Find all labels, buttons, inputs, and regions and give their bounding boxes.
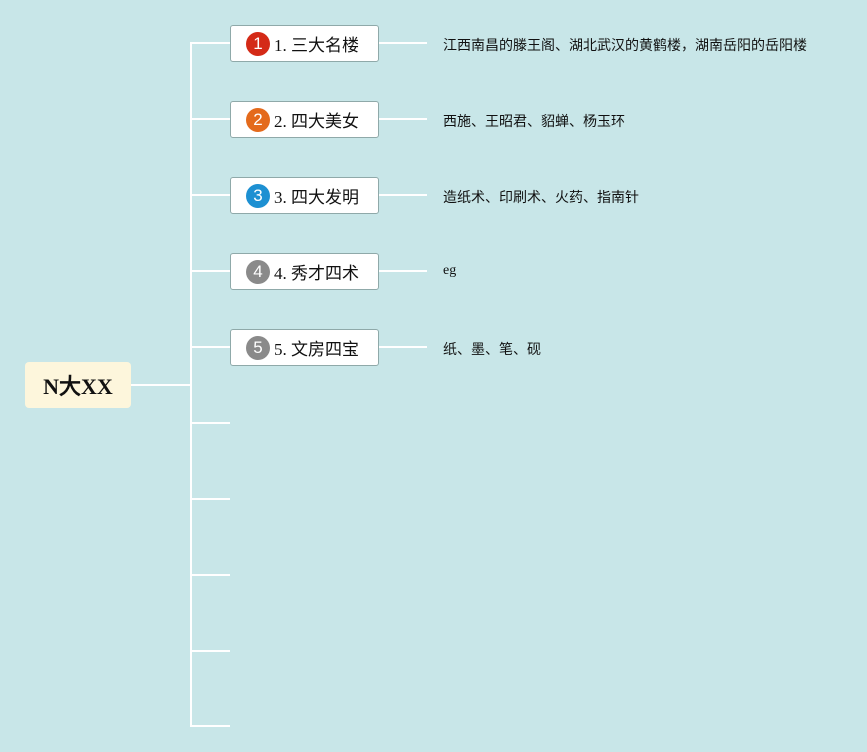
branch-line-1 — [190, 42, 230, 44]
root-connector — [131, 384, 192, 386]
topic-label: 5. 文房四宝 — [274, 340, 359, 359]
topic-label: 1. 三大名楼 — [274, 36, 359, 55]
topic-label: 2. 四大美女 — [274, 112, 359, 131]
root-topic-label: N大XX — [43, 374, 113, 399]
empty-branch-line — [190, 650, 230, 652]
topic-description-3[interactable]: 造纸术、印刷术、火药、指南针 — [443, 190, 639, 206]
trunk-line — [190, 42, 192, 727]
topic-node-4[interactable]: 4 4. 秀才四术 — [230, 253, 379, 290]
priority-2-icon: 2 — [246, 107, 270, 132]
topic-label: 3. 四大发明 — [274, 188, 359, 207]
topic-node-3[interactable]: 3 3. 四大发明 — [230, 177, 379, 214]
topic-node-2[interactable]: 2 2. 四大美女 — [230, 101, 379, 138]
priority-3-icon: 3 — [246, 183, 270, 208]
branch-line-5 — [190, 346, 230, 348]
priority-4-icon: 4 — [246, 259, 270, 284]
desc-connector-2 — [379, 118, 427, 120]
priority-5-icon: 5 — [246, 335, 270, 360]
topic-label: 4. 秀才四术 — [274, 264, 359, 283]
topic-description-2[interactable]: 西施、王昭君、貂蝉、杨玉环 — [443, 114, 625, 130]
desc-connector-1 — [379, 42, 427, 44]
topic-node-5[interactable]: 5 5. 文房四宝 — [230, 329, 379, 366]
empty-branch-line — [190, 725, 230, 727]
branch-line-3 — [190, 194, 230, 196]
desc-connector-5 — [379, 346, 427, 348]
root-topic[interactable]: N大XX — [25, 362, 131, 408]
empty-branch-line — [190, 422, 230, 424]
priority-1-icon: 1 — [246, 31, 270, 56]
topic-description-4[interactable]: eg — [443, 263, 457, 278]
topic-description-5[interactable]: 纸、墨、笔、砚 — [443, 342, 541, 358]
branch-line-4 — [190, 270, 230, 272]
branch-line-2 — [190, 118, 230, 120]
topic-node-1[interactable]: 1 1. 三大名楼 — [230, 25, 379, 62]
desc-connector-3 — [379, 194, 427, 196]
topic-description-1[interactable]: 江西南昌的滕王阁、湖北武汉的黄鹤楼，湖南岳阳的岳阳楼 — [443, 38, 807, 54]
empty-branch-line — [190, 498, 230, 500]
desc-connector-4 — [379, 270, 427, 272]
empty-branch-line — [190, 574, 230, 576]
